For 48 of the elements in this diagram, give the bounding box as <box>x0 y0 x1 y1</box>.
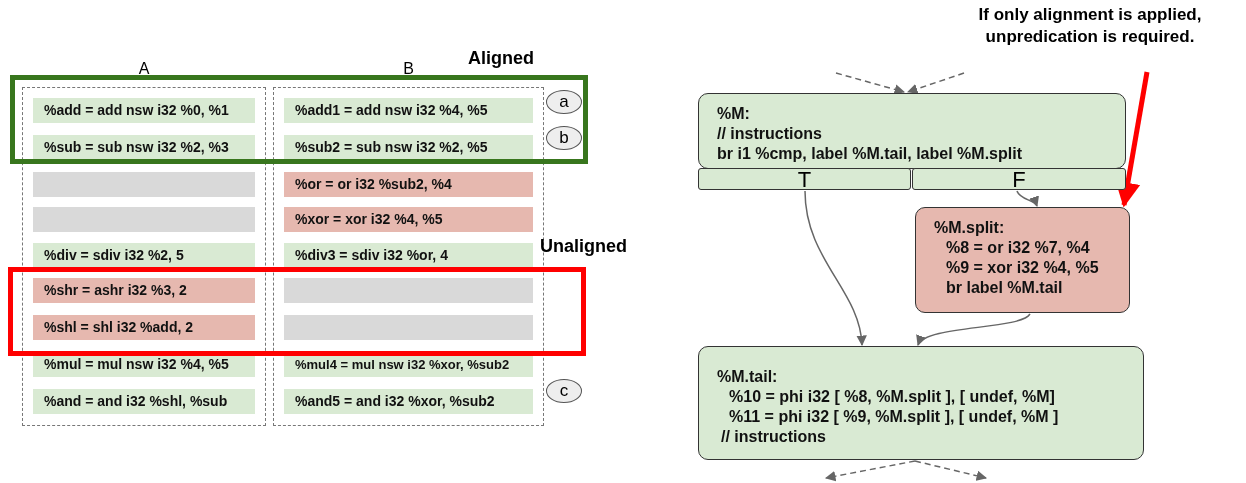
instruction-cell: %div = sdiv i32 %2, 5 <box>33 243 255 268</box>
annotation-text: If only alignment is applied, unpredication is required. <box>950 4 1230 50</box>
dashed-arrow <box>907 72 965 94</box>
instruction-cell: %shr = ashr i32 %3, 2 <box>33 278 255 303</box>
instruction-cell: %sub = sub nsw i32 %2, %3 <box>33 135 255 160</box>
group-label: Aligned <box>468 48 534 69</box>
callout-circle: b <box>546 126 582 150</box>
instruction-cell: %shl = shl i32 %add, 2 <box>33 315 255 340</box>
code-line: br label %M.tail <box>945 278 1064 298</box>
empty-slot-bar <box>284 278 533 303</box>
instruction-cell: %or = or i32 %sub2, %4 <box>284 172 533 197</box>
block-label: %M: <box>717 104 751 124</box>
empty-slot-bar <box>284 315 533 340</box>
column-heading: A <box>137 60 151 78</box>
callout-circle: c <box>546 379 582 403</box>
arrow <box>804 190 867 347</box>
code-line: %8 = or i32 %7, %4 <box>945 238 1091 258</box>
column-heading: B <box>402 60 415 78</box>
instruction-cell: %div3 = sdiv i32 %or, 4 <box>284 243 533 268</box>
block-label: %M.split: <box>934 218 1006 238</box>
arrow <box>1016 190 1038 207</box>
instruction-cell: %xor = xor i32 %4, %5 <box>284 207 533 232</box>
dashed-arrow <box>824 460 916 482</box>
dashed-arrow <box>914 460 987 481</box>
code-line: // instructions <box>717 124 823 144</box>
callout-circle: a <box>546 90 582 114</box>
code-line: br i1 %cmp, label %M.tail, label %M.split <box>717 144 1023 164</box>
instruction-cell: %sub2 = sub nsw i32 %2, %5 <box>284 135 533 160</box>
group-label: Unaligned <box>540 236 627 257</box>
dashed-arrow <box>835 72 905 95</box>
code-line: %9 = xor i32 %4, %5 <box>945 258 1100 278</box>
branch-port: T <box>698 168 911 190</box>
code-line: %10 = phi i32 [ %8, %M.split ], [ undef, %M] <box>728 387 1056 407</box>
code-line: // instructions <box>720 427 827 447</box>
empty-slot-bar <box>33 207 255 232</box>
instruction-cell: %add1 = add nsw i32 %4, %5 <box>284 98 533 123</box>
instruction-cell: %and = and i32 %shl, %sub <box>33 389 255 414</box>
basic-block <box>915 207 1130 313</box>
callout-arrow <box>1115 71 1150 208</box>
instruction-cell: %add = add nsw i32 %0, %1 <box>33 98 255 123</box>
empty-slot-bar <box>33 172 255 197</box>
basic-block <box>698 346 1144 460</box>
block-label: %M.tail: <box>717 367 779 387</box>
instruction-cell: %and5 = and i32 %xor, %sub2 <box>284 389 533 414</box>
basic-block <box>698 93 1126 169</box>
code-line: %11 = phi i32 [ %9, %M.split ], [ undef, %M ] <box>728 407 1060 427</box>
arrow <box>917 313 1031 346</box>
branch-port: F <box>912 168 1126 190</box>
